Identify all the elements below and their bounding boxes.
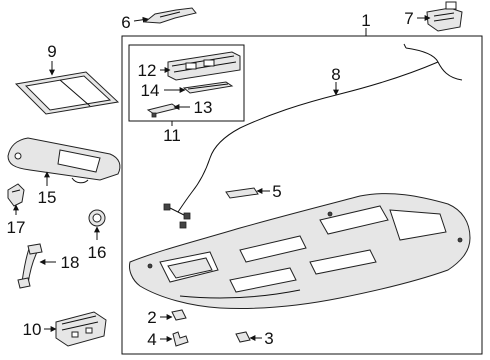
part-3-fastener [235, 331, 251, 343]
part-14-lens [182, 81, 234, 94]
part-13-holder [146, 103, 180, 118]
part-10-console [55, 311, 107, 347]
part-8-wire-harness [163, 43, 463, 229]
callout-18: 18 [61, 253, 80, 272]
callout-13: 13 [194, 98, 213, 117]
lamp-subassembly-frame [128, 44, 245, 122]
callout-9: 9 [47, 42, 56, 61]
callout-3: 3 [264, 329, 273, 348]
part-4-retainer [172, 331, 189, 347]
part-17-visor-clip [7, 183, 25, 207]
part-5-pad [225, 187, 259, 199]
callout-6-leader [133, 16, 149, 23]
callout-8: 8 [331, 65, 340, 84]
callout-17: 17 [7, 218, 26, 237]
assembly-frame [121, 35, 483, 355]
callout-5: 5 [272, 182, 281, 201]
part-12-lamp [167, 51, 241, 81]
part-18-grab-handle [17, 243, 43, 289]
part-9-sunshade [14, 71, 120, 115]
callout-15: 15 [38, 188, 57, 207]
callout-16: 16 [88, 243, 107, 262]
part-1-headliner [129, 193, 471, 310]
part-2-clip [171, 309, 187, 321]
part-6-clip [143, 7, 197, 24]
part-16-grommet [88, 209, 106, 227]
callout-12: 12 [138, 61, 157, 80]
callout-1: 1 [361, 11, 370, 30]
callout-11: 11 [163, 126, 181, 145]
callout-14: 14 [141, 81, 160, 100]
callout-2: 2 [147, 308, 156, 327]
callout-10: 10 [23, 320, 42, 339]
part-15-sun-visor [7, 137, 121, 184]
callout-7: 7 [404, 9, 413, 28]
callout-6: 6 [121, 13, 130, 32]
part-7-bracket [426, 1, 463, 32]
callout-4: 4 [147, 330, 156, 349]
